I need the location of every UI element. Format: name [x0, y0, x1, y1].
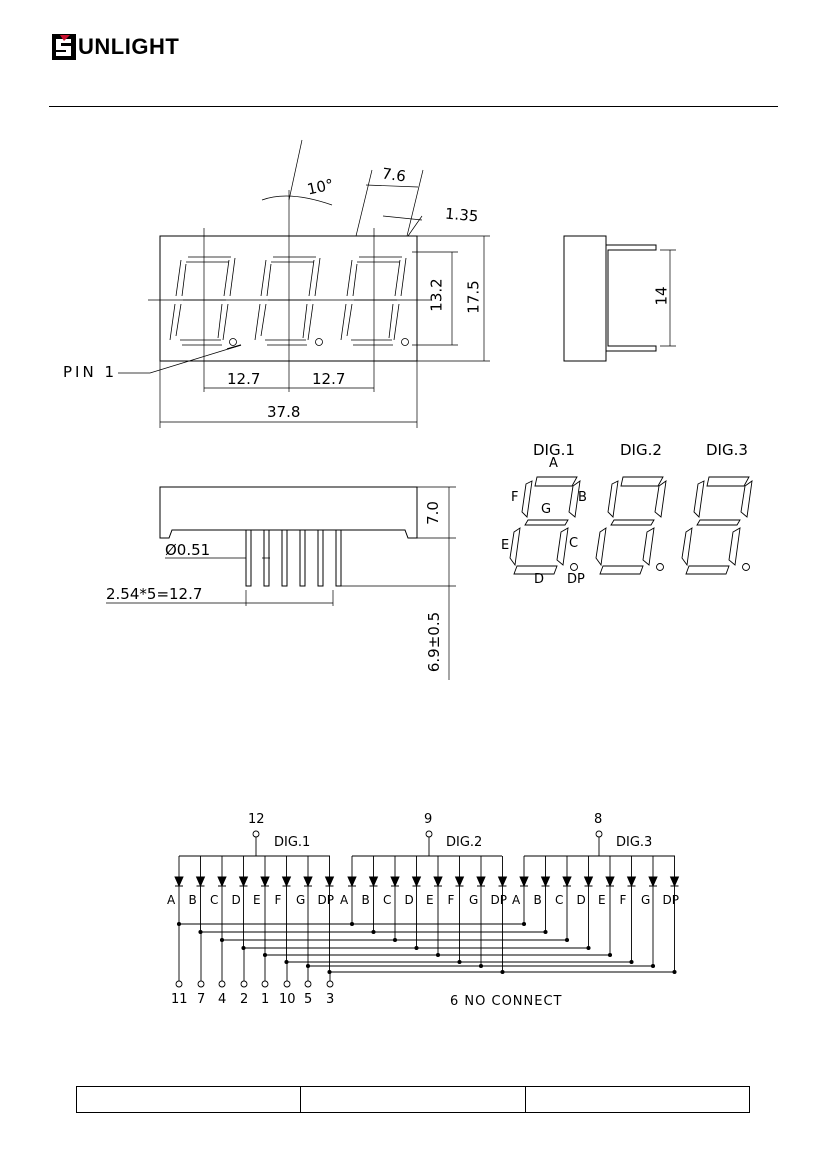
diode-1-e	[260, 856, 270, 955]
diode-3-g	[648, 856, 658, 966]
pin-terminal	[304, 980, 312, 988]
diode-3-dp	[669, 856, 680, 972]
diode-array	[174, 856, 680, 972]
diode-3-c	[562, 856, 572, 940]
segment-digit-2	[595, 476, 667, 575]
diode-3-d	[583, 856, 594, 948]
sunlight-logo	[52, 34, 76, 60]
pin-terminal	[218, 980, 226, 988]
front-view	[118, 139, 490, 428]
diode-2-dp	[497, 856, 508, 972]
diode-2-a	[347, 856, 357, 924]
diode-3-e	[605, 856, 615, 955]
diode-1-d	[238, 856, 249, 948]
segment-diagram	[509, 476, 753, 575]
side-view	[563, 235, 676, 362]
pin-terminal	[283, 980, 291, 988]
diode-3-b	[540, 856, 551, 932]
diode-2-b	[368, 856, 379, 932]
diode-1-dp	[324, 856, 335, 972]
diode-3-a	[519, 856, 529, 924]
diode-3-f	[626, 856, 637, 962]
diode-1-b	[195, 856, 206, 932]
diode-2-c	[390, 856, 400, 940]
pin-terminal	[261, 980, 269, 988]
digit-outline-3	[340, 256, 409, 346]
bottom-view	[106, 486, 456, 680]
diode-1-f	[281, 856, 292, 962]
schematic	[174, 830, 680, 988]
pin-terminal	[326, 980, 334, 988]
diode-2-g	[476, 856, 486, 966]
diode-2-e	[433, 856, 443, 955]
diode-1-c	[217, 856, 227, 940]
diode-1-g	[303, 856, 313, 966]
digit-outline-1	[169, 256, 237, 346]
pin-terminal	[240, 980, 248, 988]
brand-name: UNLIGHT	[78, 34, 180, 59]
header-divider	[49, 106, 778, 107]
segment-wiring	[175, 921, 677, 988]
footer-cell-1	[77, 1087, 300, 1112]
diode-2-f	[454, 856, 465, 962]
footer-table	[76, 1086, 750, 1113]
footer-cell-3	[524, 1087, 749, 1112]
pin-terminal	[197, 980, 205, 988]
diode-1-a	[174, 856, 184, 924]
pin-terminal	[175, 980, 183, 988]
segment-digit-3	[681, 476, 753, 575]
footer-cell-2	[300, 1087, 524, 1112]
segment-digit-1	[509, 476, 581, 575]
diode-2-d	[411, 856, 422, 948]
